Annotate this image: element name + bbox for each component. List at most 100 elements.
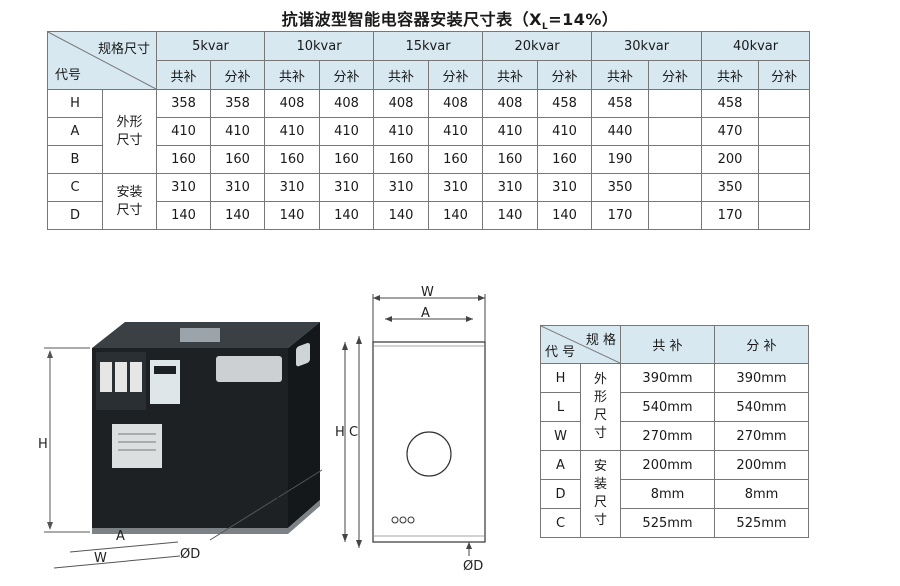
model-header: 10kvar: [263, 31, 375, 61]
cell: 160: [156, 145, 211, 174]
dimension-label-h: H: [38, 437, 48, 452]
cell: [648, 117, 703, 146]
cell: 525mm: [714, 508, 809, 538]
corner-spec-label: 规格尺寸: [97, 42, 150, 57]
front-label-c: C: [349, 425, 358, 440]
model-header: 40kvar: [701, 31, 811, 61]
cell: [758, 117, 811, 146]
front-label-w: W: [421, 285, 434, 300]
cell: 410: [428, 117, 484, 146]
cell: [758, 173, 811, 202]
sub-header-split: 分补: [648, 60, 703, 90]
cell: 170: [591, 201, 650, 230]
cell: 270mm: [620, 421, 715, 451]
cell: 160: [318, 145, 375, 174]
cell: 8mm: [714, 479, 809, 509]
row-code: H: [47, 89, 103, 118]
sub-header-common: 共补: [373, 60, 430, 90]
cell: [758, 145, 811, 174]
cell: [758, 201, 811, 230]
row-code: C: [540, 508, 581, 538]
cell: 140: [373, 201, 430, 230]
cell: 140: [264, 201, 320, 230]
cell: 410: [318, 117, 375, 146]
cell: 160: [482, 145, 539, 174]
table-row: B 160 160 160 160 160 160 160 160 190 20…: [47, 145, 811, 174]
sub-header-split: 分补: [537, 60, 593, 90]
page-title: 抗谐波型智能电容器安装尺寸表（XL=14%）: [281, 10, 619, 33]
cell: 410: [264, 117, 320, 146]
cell: 270mm: [714, 421, 809, 451]
row-code: C: [47, 173, 103, 202]
corner-spec-label: 规 格: [585, 333, 616, 348]
cell: 140: [537, 201, 593, 230]
sub-header-split: 分补: [318, 60, 375, 90]
cell: 525mm: [620, 508, 715, 538]
row-code: W: [540, 421, 581, 451]
cell: 310: [482, 173, 539, 202]
cell: [648, 173, 703, 202]
group-label-outer: 外 形 尺 寸: [580, 363, 621, 451]
cabinet-perspective-illustration: H A W L ØD: [38, 322, 323, 569]
cell: 160: [373, 145, 430, 174]
table-corner-header: 规格尺寸 代号: [47, 31, 157, 90]
dimension-label-a: A: [116, 529, 125, 544]
table-row: A 安 装 尺 寸 200mm 200mm: [540, 450, 809, 538]
dimension-label-d: ØD: [180, 547, 200, 562]
row-code: D: [540, 479, 581, 509]
cell: 408: [264, 89, 320, 118]
cell: 358: [210, 89, 265, 118]
sub-header-split: 分补: [210, 60, 265, 90]
cell: 160: [264, 145, 320, 174]
table-row: D 140 140 140 140 140 140 140 140 170 17…: [47, 201, 811, 230]
cell: 458: [701, 89, 760, 118]
row-code: A: [47, 117, 103, 146]
model-header: 30kvar: [591, 31, 703, 61]
cell: 200mm: [620, 450, 715, 480]
sub-header-common: 共补: [591, 60, 650, 90]
sub-header-split: 分补: [428, 60, 484, 90]
dimension-table-by-capacity: 规格尺寸 代号 5kvar 10kvar 15kvar 20kvar 30kva…: [47, 31, 811, 230]
front-label-a: A: [421, 306, 430, 321]
sub-header-split: 分补: [758, 60, 811, 90]
cell: 140: [318, 201, 375, 230]
corner-diagonal-line: [541, 326, 620, 363]
cell: 458: [591, 89, 650, 118]
front-label-h: H: [335, 425, 345, 440]
model-header: 20kvar: [482, 31, 593, 61]
front-elevation-drawing: W A H C ØD: [335, 285, 486, 574]
table-row: H 外 形 尺 寸 390mm 390mm: [540, 363, 809, 451]
cell: 350: [591, 173, 650, 202]
cell: 310: [428, 173, 484, 202]
cell: 310: [156, 173, 211, 202]
table-row: C 525mm 525mm: [540, 508, 809, 538]
sub-header-common: 共补: [264, 60, 320, 90]
cell: 440: [591, 117, 650, 146]
cell: 410: [156, 117, 211, 146]
cell: [648, 201, 703, 230]
cell: 470: [701, 117, 760, 146]
sub-header-common: 共补: [482, 60, 539, 90]
cell: 350: [701, 173, 760, 202]
group-label-mount: 安 装 尺 寸: [580, 450, 621, 538]
cell: 410: [210, 117, 265, 146]
cell: 358: [156, 89, 211, 118]
cell: 140: [210, 201, 265, 230]
cell: [648, 145, 703, 174]
table-row: L 540mm 540mm: [540, 392, 809, 422]
cell: 160: [210, 145, 265, 174]
dimension-label-l: L: [276, 495, 284, 510]
corner-code-label: 代 号: [545, 345, 576, 360]
cell: 408: [482, 89, 539, 118]
cell: 458: [537, 89, 593, 118]
summary-header-common: 共 补: [620, 325, 715, 364]
sub-header-common: 共补: [701, 60, 760, 90]
cell: 160: [428, 145, 484, 174]
cell: 190: [591, 145, 650, 174]
cell: 8mm: [620, 479, 715, 509]
cell: 160: [537, 145, 593, 174]
row-code: D: [47, 201, 103, 230]
cell: 540mm: [714, 392, 809, 422]
table-row: H 外形 尺寸 358 358 408 408 408 408 408 458 …: [47, 89, 811, 174]
cell: 410: [373, 117, 430, 146]
